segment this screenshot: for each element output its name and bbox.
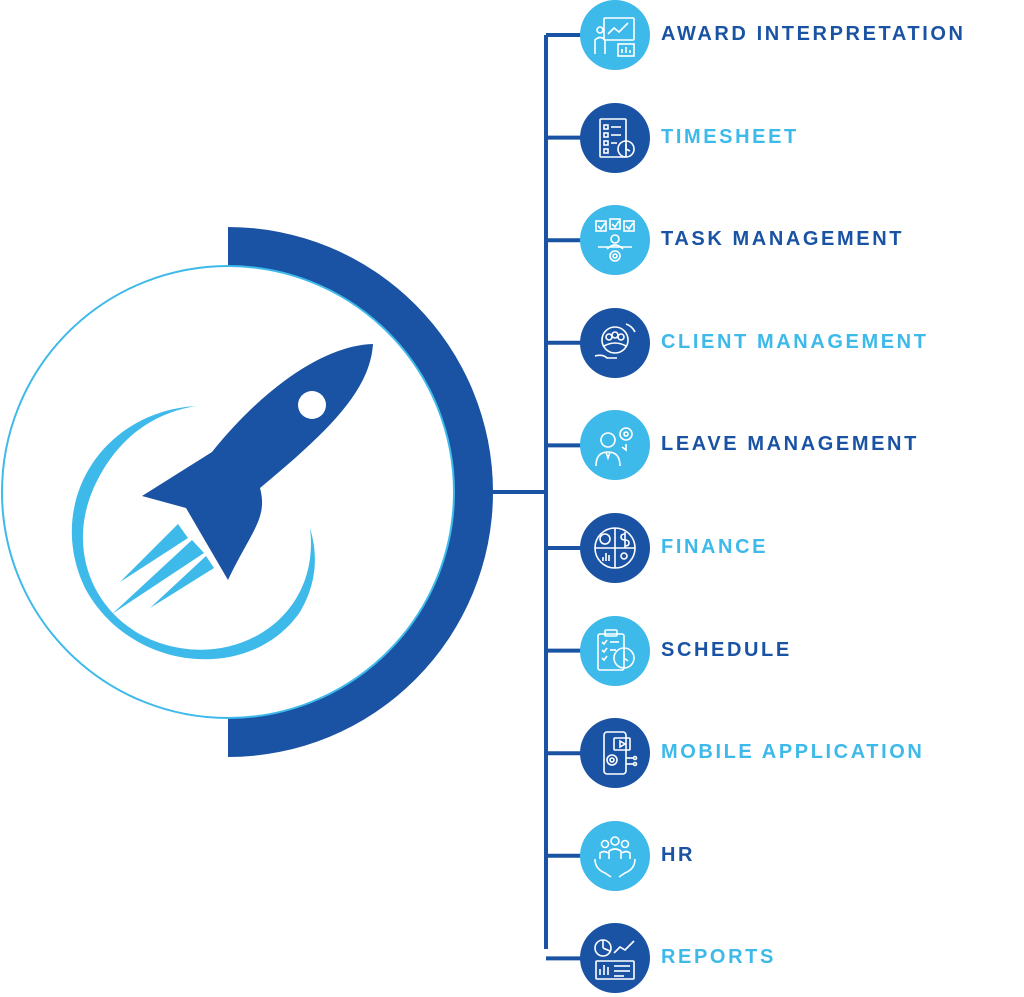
branch-lines bbox=[546, 33, 584, 961]
feature-badge bbox=[580, 820, 650, 891]
feature-item-task-management: TASK MANAGEMENT bbox=[580, 205, 1010, 279]
feature-badge bbox=[580, 615, 650, 686]
feature-item-award-interpretation: AWARD INTERPRETATION bbox=[580, 0, 1010, 74]
feature-label: MOBILE APPLICATION bbox=[661, 741, 925, 764]
feature-item-schedule: SCHEDULE bbox=[580, 615, 1010, 690]
feature-badge bbox=[580, 102, 650, 173]
feature-label: REPORTS bbox=[661, 946, 776, 969]
people-in-hands-icon bbox=[594, 835, 636, 878]
feature-item-reports: REPORTS bbox=[580, 923, 1010, 997]
rocket-icon bbox=[112, 344, 373, 614]
feature-label: TIMESHEET bbox=[661, 125, 799, 148]
feature-badge bbox=[580, 205, 650, 276]
feature-badge bbox=[580, 0, 650, 70]
rocket-flame-2 bbox=[112, 540, 204, 614]
feature-item-timesheet: TIMESHEET bbox=[580, 102, 1010, 177]
feature-badge bbox=[580, 307, 650, 378]
feature-label: CLIENT MANAGEMENT bbox=[661, 330, 929, 353]
feature-item-mobile-application: MOBILE APPLICATION bbox=[580, 718, 1010, 792]
timesheet-checklist-icon bbox=[599, 117, 635, 158]
task-checklist-person-icon bbox=[595, 218, 635, 262]
feature-item-client-management: CLIENT MANAGEMENT bbox=[580, 307, 1010, 382]
feature-label: TASK MANAGEMENT bbox=[661, 228, 905, 251]
feature-label: LEAVE MANAGEMENT bbox=[661, 433, 919, 456]
feature-label: SCHEDULE bbox=[661, 638, 792, 661]
feature-label: AWARD INTERPRETATION bbox=[661, 23, 966, 45]
rocket-flame-1 bbox=[120, 524, 188, 582]
feature-badge bbox=[580, 923, 650, 994]
feature-item-hr: HR bbox=[580, 820, 1010, 895]
mobile-app-icon bbox=[603, 731, 638, 775]
rocket-window bbox=[298, 391, 326, 419]
feature-item-finance: FINANCE bbox=[580, 513, 1010, 587]
rocket-flame-3 bbox=[150, 556, 214, 608]
feature-label: HR bbox=[661, 843, 696, 866]
finance-pie-dollar-icon bbox=[594, 527, 636, 569]
feature-label: FINANCE bbox=[661, 536, 769, 558]
presentation-chart-icon bbox=[594, 17, 635, 57]
feature-badge bbox=[580, 410, 650, 481]
feature-item-leave-management: LEAVE MANAGEMENT bbox=[580, 410, 1010, 484]
feature-badge bbox=[580, 718, 650, 789]
clipboard-clock-icon bbox=[597, 628, 635, 671]
client-group-hands-icon bbox=[594, 322, 636, 359]
person-gear-icon bbox=[595, 427, 633, 468]
feature-badge bbox=[580, 513, 650, 583]
report-dashboard-icon bbox=[594, 939, 635, 981]
